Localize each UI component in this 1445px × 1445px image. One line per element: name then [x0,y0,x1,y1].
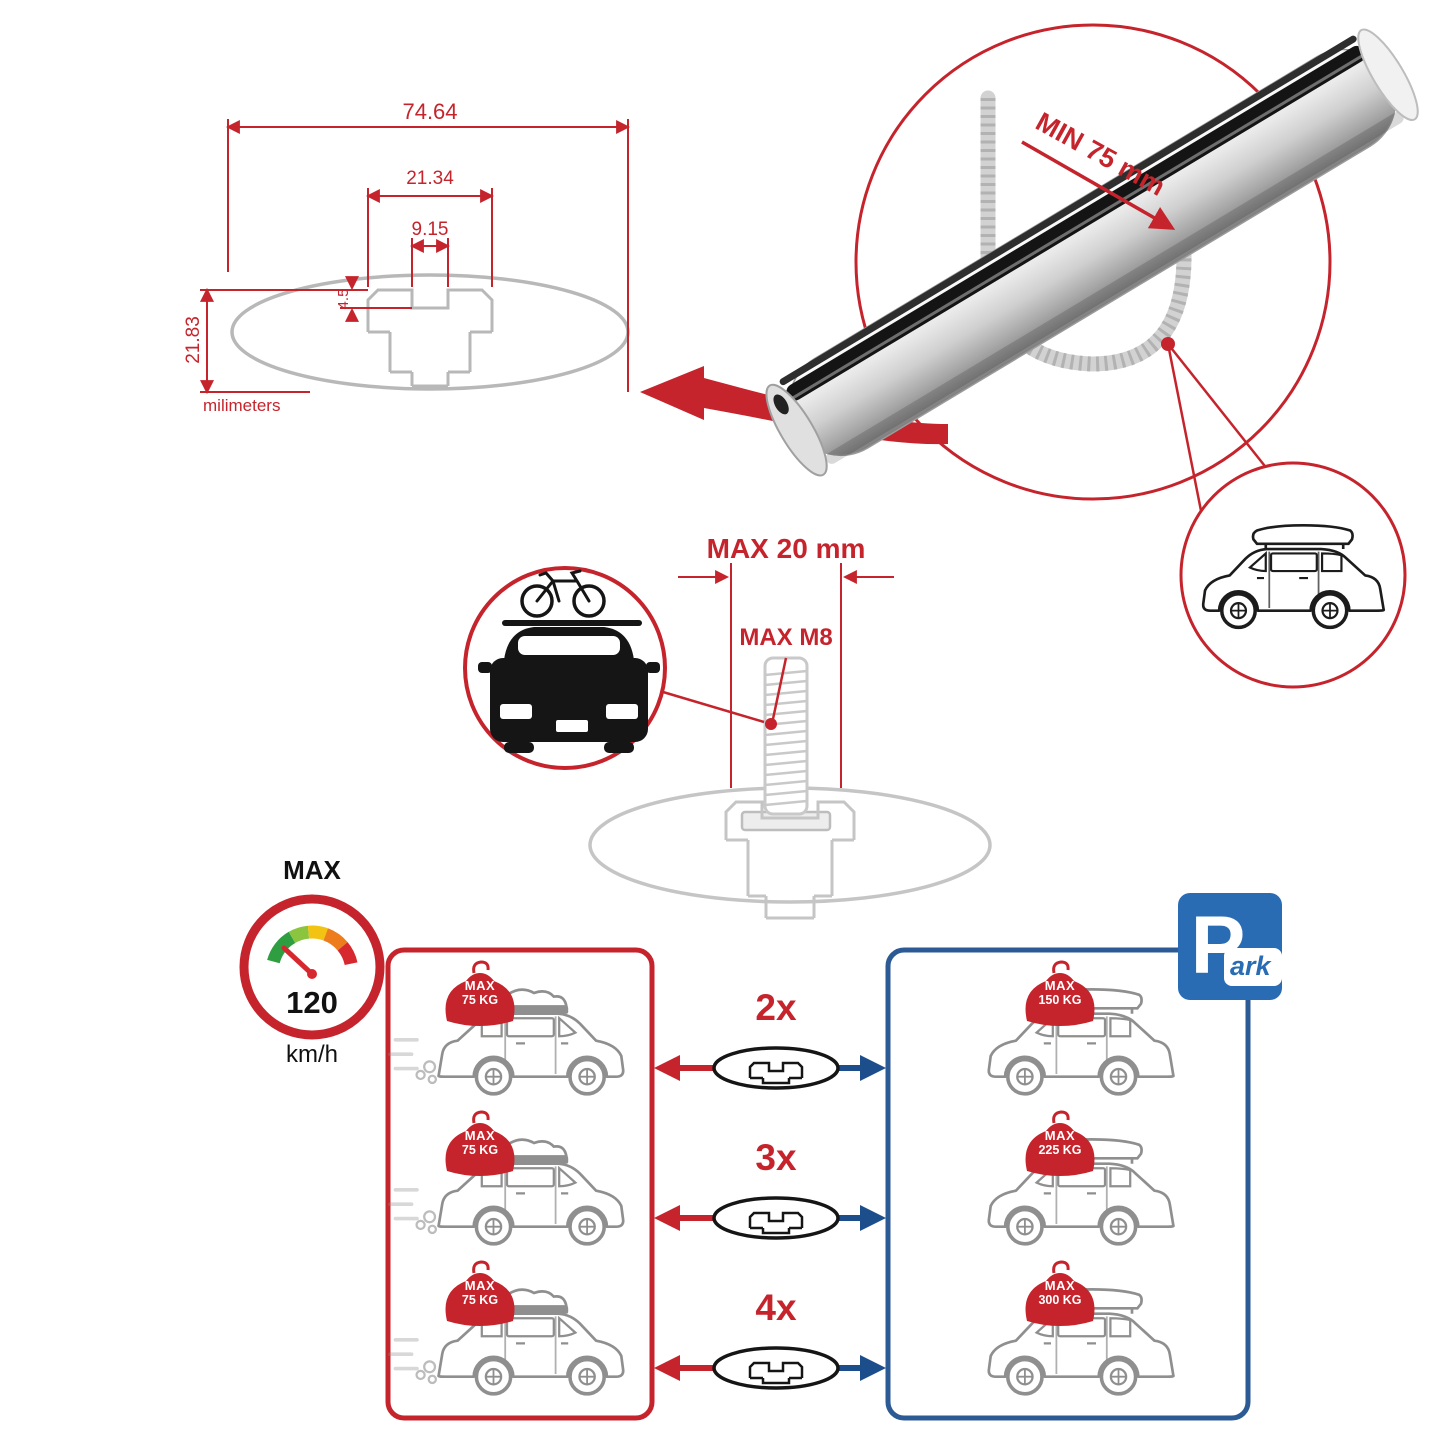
bolt-leader-lines [662,657,788,724]
clamp-point-dot [1161,337,1175,351]
speed-panel [385,947,655,1421]
connector-lines [1166,343,1269,537]
units-label: milimeters [203,396,281,415]
tag-max-label: MAX [464,1278,496,1293]
bolt-dimension-lines [678,563,894,788]
tag-max-label: MAX [464,1128,496,1143]
crossbar-count-column [654,1046,886,1390]
speedometer [239,894,385,1040]
dim-channel-slot-width: 9.15 [411,219,449,240]
bolt-max-thread-label: MAX M8 [739,624,833,651]
parking-sign-suffix: ark [1230,951,1271,981]
roof-load-tag: MAX 300 KG [1015,1278,1105,1307]
tag-weight: 225 KG [1038,1143,1082,1157]
tag-max-label: MAX [1044,1128,1076,1143]
count-row [654,1346,886,1390]
dim-slot-depth: 4.5 [335,288,352,310]
tag-weight: 150 KG [1038,993,1082,1007]
tag-weight: 75 KG [461,993,499,1007]
bar-count-4x: 4x [755,1287,797,1328]
tag-max-label: MAX [1044,978,1076,993]
car-bike-circle [463,566,667,770]
tbolt-diagram [588,563,992,920]
count-row [654,1196,886,1240]
car-front-icon [478,620,660,753]
tag-weight: 300 KG [1038,1293,1082,1307]
bar-count-2x: 2x [755,987,797,1028]
dim-overall-height: 21.83 [183,316,204,364]
aluminum-crossbar [765,28,1419,477]
count-row [654,1046,886,1090]
bar-count-3x: 3x [755,1137,797,1178]
load-tags [445,960,1095,1326]
suv-roofbox-circle [1179,461,1407,689]
min-grip-arrow [1021,140,1176,230]
tag-max-label: MAX [464,978,496,993]
roof-load-tag: MAX 75 KG [435,978,525,1007]
tag-weight: 75 KG [461,1293,499,1307]
roof-load-tag: MAX 75 KG [435,1128,525,1157]
speed-limit-value: 120 [286,985,338,1020]
tag-weight: 75 KG [461,1143,499,1157]
bolt-max-length-label: MAX 20 mm [706,533,866,564]
dim-overall-width: 74.64 [402,99,458,124]
bicycle-icon [520,569,606,618]
speed-limit-units: km/h [285,1041,338,1068]
park-panel [885,947,1251,1421]
roof-load-tag: MAX 225 KG [1015,1128,1105,1157]
speed-limit-title: MAX [283,855,341,885]
roof-load-tag: MAX 75 KG [435,1278,525,1307]
parking-sign-letter: P [1190,900,1246,991]
roof-load-tag: MAX 150 KG [1015,978,1105,1007]
tag-max-label: MAX [1044,1278,1076,1293]
crossbar-cross-section-diagram [200,119,631,395]
bolt-point-dot [765,718,777,730]
dim-channel-outer-width: 21.34 [406,168,454,189]
crossbar-photo-circle [640,23,1419,537]
parking-sign [1178,893,1282,1000]
dimension-lines [200,119,631,395]
